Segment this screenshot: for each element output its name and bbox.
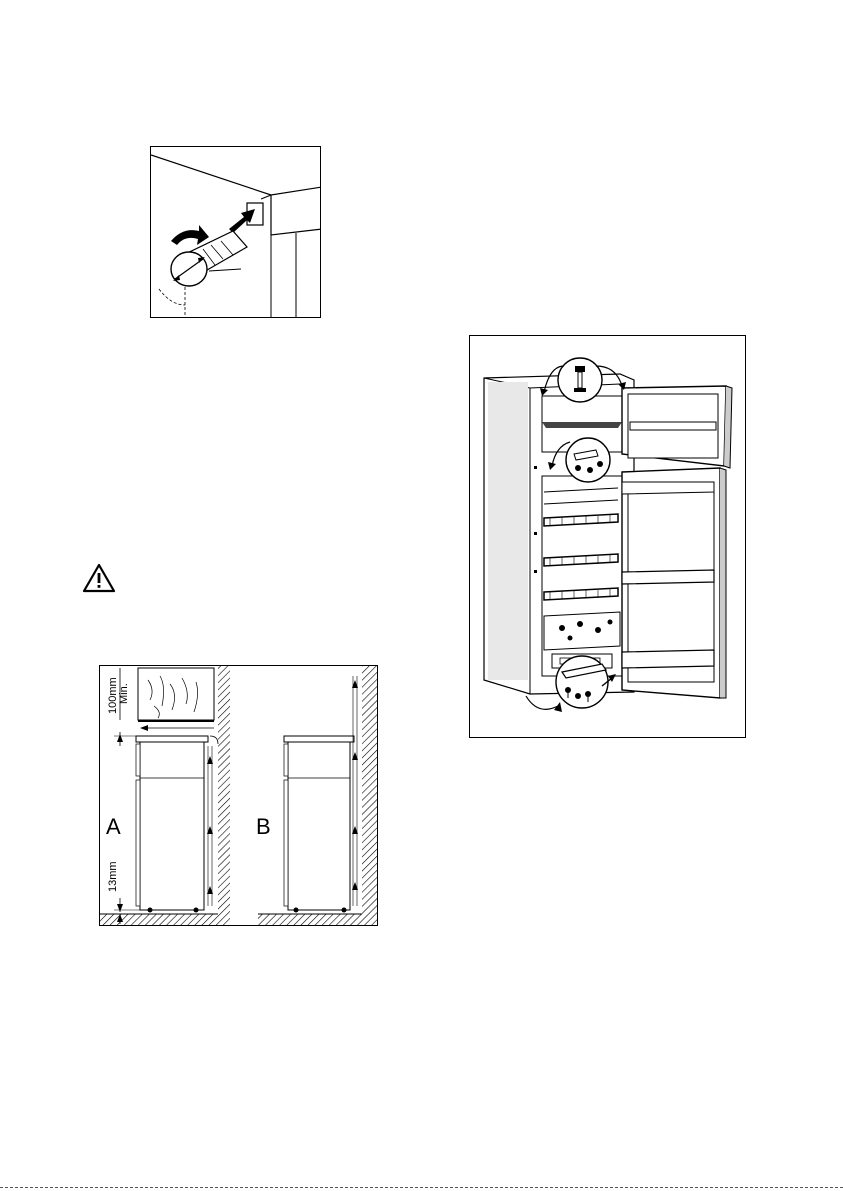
spacer-insertion-figure [150, 146, 321, 318]
variant-b-label: B [256, 814, 271, 839]
ventilation-clearance-figure: 100mm Min. 13mm A B [99, 665, 378, 926]
warning-triangle-icon [82, 563, 116, 593]
door-reversal-drawing [470, 336, 746, 738]
bottom-clearance-label: 13mm [107, 861, 119, 892]
page-bottom-rule [0, 1187, 843, 1188]
variant-a-label: A [106, 814, 121, 839]
top-clearance-min-label: Min. [118, 683, 130, 704]
door-reversal-figure [469, 335, 746, 738]
curved-arrow-icon [171, 225, 209, 245]
spacer-insertion-drawing [151, 147, 321, 318]
ventilation-drawing: 100mm Min. 13mm A B [100, 666, 378, 926]
